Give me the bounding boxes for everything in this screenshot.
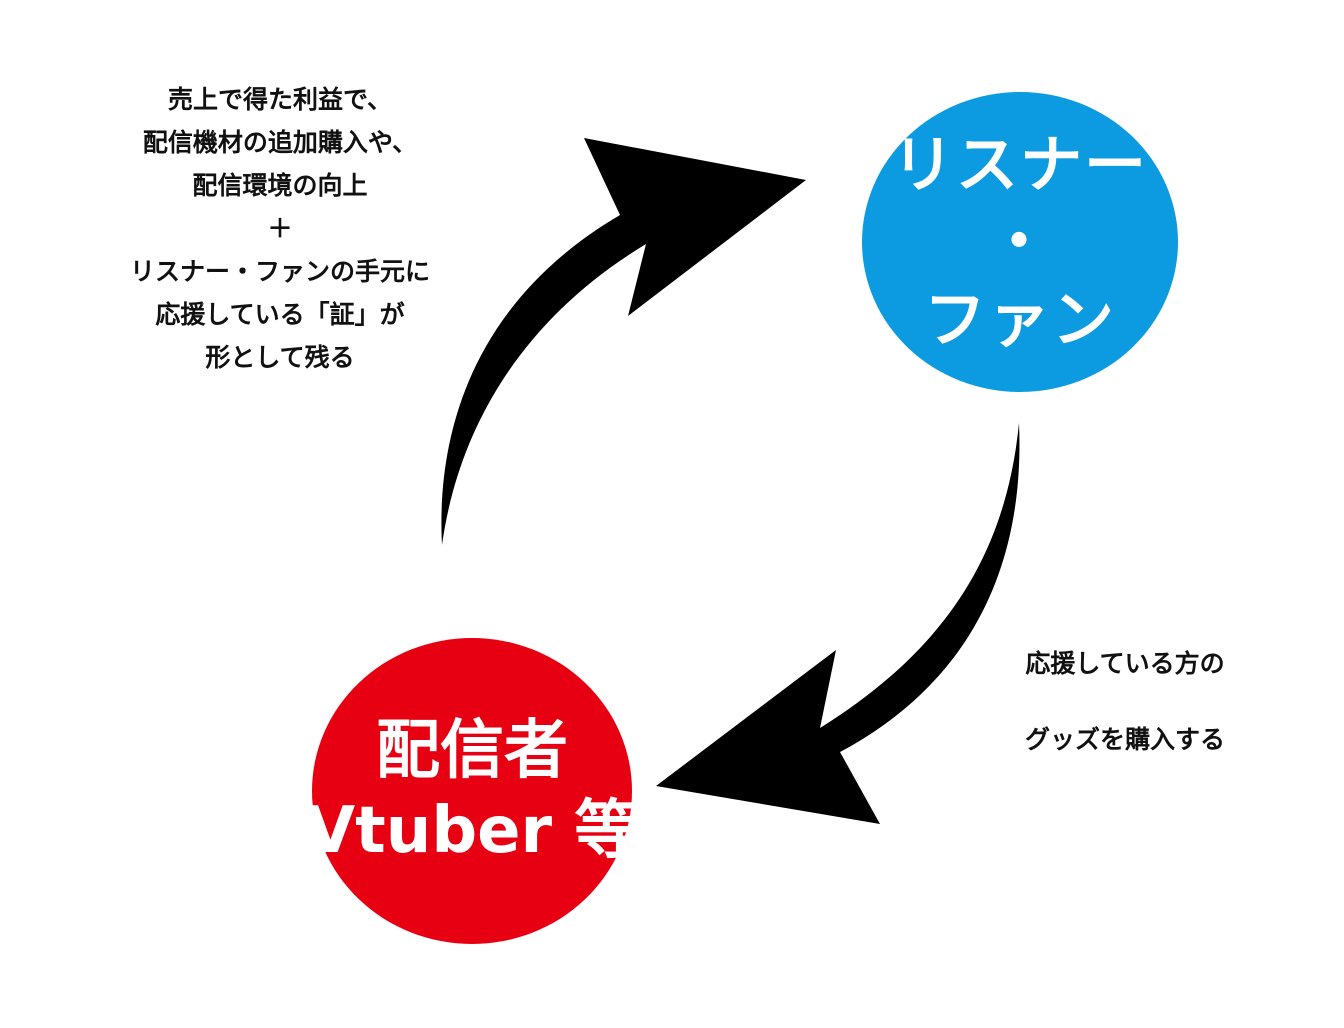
curved-arrow-down-left-icon <box>656 423 1020 824</box>
purchase-note-line: グッズを購入する <box>1024 725 1225 754</box>
fan-node-label: ファン <box>923 282 1116 356</box>
listener-node-separator: ・ <box>987 205 1052 279</box>
benefit-note-line: 配信機材の追加購入や、 <box>142 128 418 157</box>
streamer-node-label: 配信者 <box>376 714 568 788</box>
benefit-note-line: リスナー・ファンの手元に <box>129 257 430 286</box>
benefit-note-line: 配信環境の向上 <box>192 171 368 200</box>
benefit-note: 売上で得た利益で、 配信機材の追加購入や、 配信環境の向上 ＋ リスナー・ファン… <box>60 78 500 379</box>
benefit-note-line: 形として残る <box>205 343 355 372</box>
benefit-note-line: 売上で得た利益で、 <box>167 85 392 114</box>
curved-arrow-up-right-icon <box>441 138 806 545</box>
listener-node-label: リスナー <box>891 127 1148 201</box>
listener-fan-node: リスナー ・ ファン <box>862 92 1178 392</box>
purchase-note-line: 応援している方の <box>1025 649 1225 678</box>
purchase-note: 応援している方の グッズを購入する <box>980 626 1270 778</box>
vtuber-node-label: Vtuber 等 <box>305 794 639 868</box>
plus-sign: ＋ <box>267 214 293 243</box>
benefit-note-line: 応援している「証」が <box>155 300 405 329</box>
streamer-node: 配信者 Vtuber 等 <box>306 638 638 944</box>
